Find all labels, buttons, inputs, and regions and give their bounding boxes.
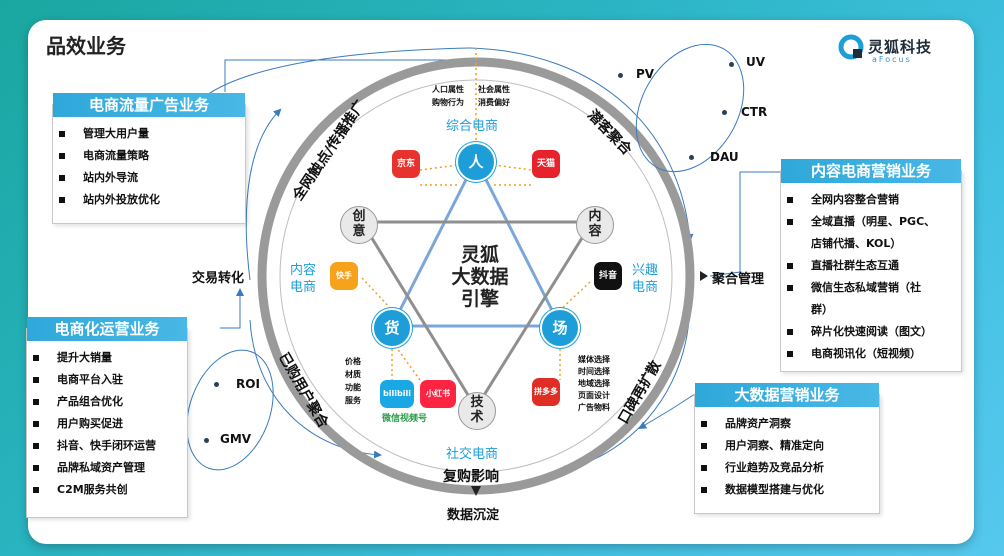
panel-ecom-ops-list: 提升大销量 电商平台入驻 产品组合优化 用户购买促进 抖音、快手闭环运营 品牌私… <box>27 347 187 501</box>
node-creative: 创意 <box>340 206 378 244</box>
list-item: 全网内容整合营销 <box>781 189 961 211</box>
engine-title: 灵狐 大数据 引擎 <box>451 244 509 310</box>
cat-social: 社交电商 <box>446 447 499 462</box>
pinduoduo-app-icon: 拼多多 <box>532 378 560 406</box>
cat-content-left: 内容电商 <box>290 263 317 295</box>
attr-price: 价格 <box>345 357 361 366</box>
metric-ctr: CTR <box>741 105 768 119</box>
attr-time: 时间选择 <box>578 367 610 376</box>
list-item: 抖音、快手闭环运营 <box>27 435 187 457</box>
metric-dot-dau <box>689 155 694 160</box>
node-person: 人 <box>456 142 496 182</box>
panel-content-marketing-title: 内容电商营销业务 <box>781 159 961 183</box>
panel-ecom-ads-title: 电商流量广告业务 <box>53 93 245 117</box>
list-item: 提升大销量 <box>27 347 187 369</box>
list-item: 群） <box>811 303 833 316</box>
kuaishou-app-icon: 快手 <box>330 262 358 290</box>
node-tech: 技术 <box>458 392 496 430</box>
list-item: 全域直播（明星、PGC、 <box>781 211 961 233</box>
metric-roi: ROI <box>236 377 260 391</box>
list-item: C2M服务共创 <box>27 479 187 501</box>
attr-preference: 消费偏好 <box>478 98 510 107</box>
attr-material-ad: 广告物料 <box>578 403 610 412</box>
list-item: 数据模型搭建与优化 <box>695 479 879 501</box>
attr-page: 页面设计 <box>578 391 610 400</box>
metric-gmv: GMV <box>220 432 252 446</box>
ring-label-repurchase: 复购影响 <box>443 469 499 485</box>
jd-app-icon: 京东 <box>392 150 420 178</box>
panel-ecom-ads-list: 管理大用户量 电商流量策略 站内外导流 站内外投放优化 <box>53 123 245 211</box>
panel-ecom-ops: 电商化运营业务 提升大销量 电商平台入驻 产品组合优化 用户购买促进 抖音、快手… <box>26 317 188 518</box>
panel-bigdata-title: 大数据营销业务 <box>695 383 879 407</box>
page-title: 品效业务 <box>46 34 126 58</box>
list-item: 站内外投放优化 <box>53 189 245 211</box>
attr-population: 人口属性 <box>432 85 464 94</box>
list-item: 管理大用户量 <box>53 123 245 145</box>
panel-bigdata-list: 品牌资产洞察 用户洞察、精准定向 行业趋势及竞品分析 数据模型搭建与优化 <box>695 413 879 501</box>
attr-material: 材质 <box>345 370 361 379</box>
attr-service: 服务 <box>345 396 361 405</box>
attr-shopping: 购物行为 <box>432 98 464 107</box>
list-item: 站内外导流 <box>53 167 245 189</box>
cat-interest: 兴趣电商 <box>632 263 659 295</box>
metric-dot-uv <box>729 62 734 67</box>
label-aggregation: 聚合管理 <box>712 272 765 287</box>
list-item: 电商流量策略 <box>53 145 245 167</box>
xiaohongshu-app-icon: 小红书 <box>420 380 456 408</box>
bilibili-app-icon: bilibili <box>380 380 414 408</box>
list-item: 品牌资产洞察 <box>695 413 879 435</box>
metric-dau: DAU <box>710 150 739 164</box>
cat-comprehensive: 综合电商 <box>446 119 499 134</box>
brand-logo-icon <box>838 34 864 60</box>
list-item: 直播社群生态互通 <box>781 255 961 277</box>
brand-subname: aFocus <box>872 55 912 64</box>
list-item: 电商平台入驻 <box>27 369 187 391</box>
list-item: 产品组合优化 <box>27 391 187 413</box>
tmall-app-icon: 天猫 <box>532 150 560 178</box>
panel-content-marketing-list: 全网内容整合营销 全域直播（明星、PGC、 店铺代播、KOL） 直播社群生态互通… <box>781 189 961 365</box>
panel-ecom-ops-title: 电商化运营业务 <box>27 317 187 341</box>
metric-pv: PV <box>636 67 655 81</box>
metric-dot-gmv <box>204 438 209 443</box>
label-data-sediment: 数据沉淀 <box>447 508 500 523</box>
label-transaction: 交易转化 <box>192 271 245 286</box>
list-item: 行业趋势及竞品分析 <box>695 457 879 479</box>
brand-name: 灵狐科技 <box>868 38 933 56</box>
metric-dot-roi <box>214 382 219 387</box>
node-content: 内容 <box>576 206 614 244</box>
list-item: 店铺代播、KOL） <box>811 237 902 250</box>
list-item: 用户购买促进 <box>27 413 187 435</box>
metric-uv: UV <box>746 55 766 69</box>
attr-media: 媒体选择 <box>578 355 610 364</box>
list-item: 品牌私域资产管理 <box>27 457 187 479</box>
metric-dot-pv <box>618 73 623 78</box>
node-goods: 货 <box>372 308 412 348</box>
attr-region: 地域选择 <box>578 379 610 388</box>
list-item: 用户洞察、精准定向 <box>695 435 879 457</box>
wechat-video-label: 微信视频号 <box>382 414 428 424</box>
panel-content-marketing: 内容电商营销业务 全网内容整合营销 全域直播（明星、PGC、 店铺代播、KOL）… <box>780 159 962 372</box>
list-item: 微信生态私域营销（社 <box>781 277 961 299</box>
panel-ecom-ads: 电商流量广告业务 管理大用户量 电商流量策略 站内外导流 站内外投放优化 <box>52 93 246 224</box>
panel-bigdata: 大数据营销业务 品牌资产洞察 用户洞察、精准定向 行业趋势及竞品分析 数据模型搭… <box>694 383 880 514</box>
douyin-app-icon: 抖音 <box>594 262 622 290</box>
list-item: 电商视讯化（短视频） <box>781 343 961 365</box>
list-item: 碎片化快速阅读（图文） <box>781 321 961 343</box>
attr-function: 功能 <box>345 383 361 392</box>
metric-dot-ctr <box>722 110 727 115</box>
node-field: 场 <box>540 308 580 348</box>
attr-social: 社会属性 <box>478 85 510 94</box>
